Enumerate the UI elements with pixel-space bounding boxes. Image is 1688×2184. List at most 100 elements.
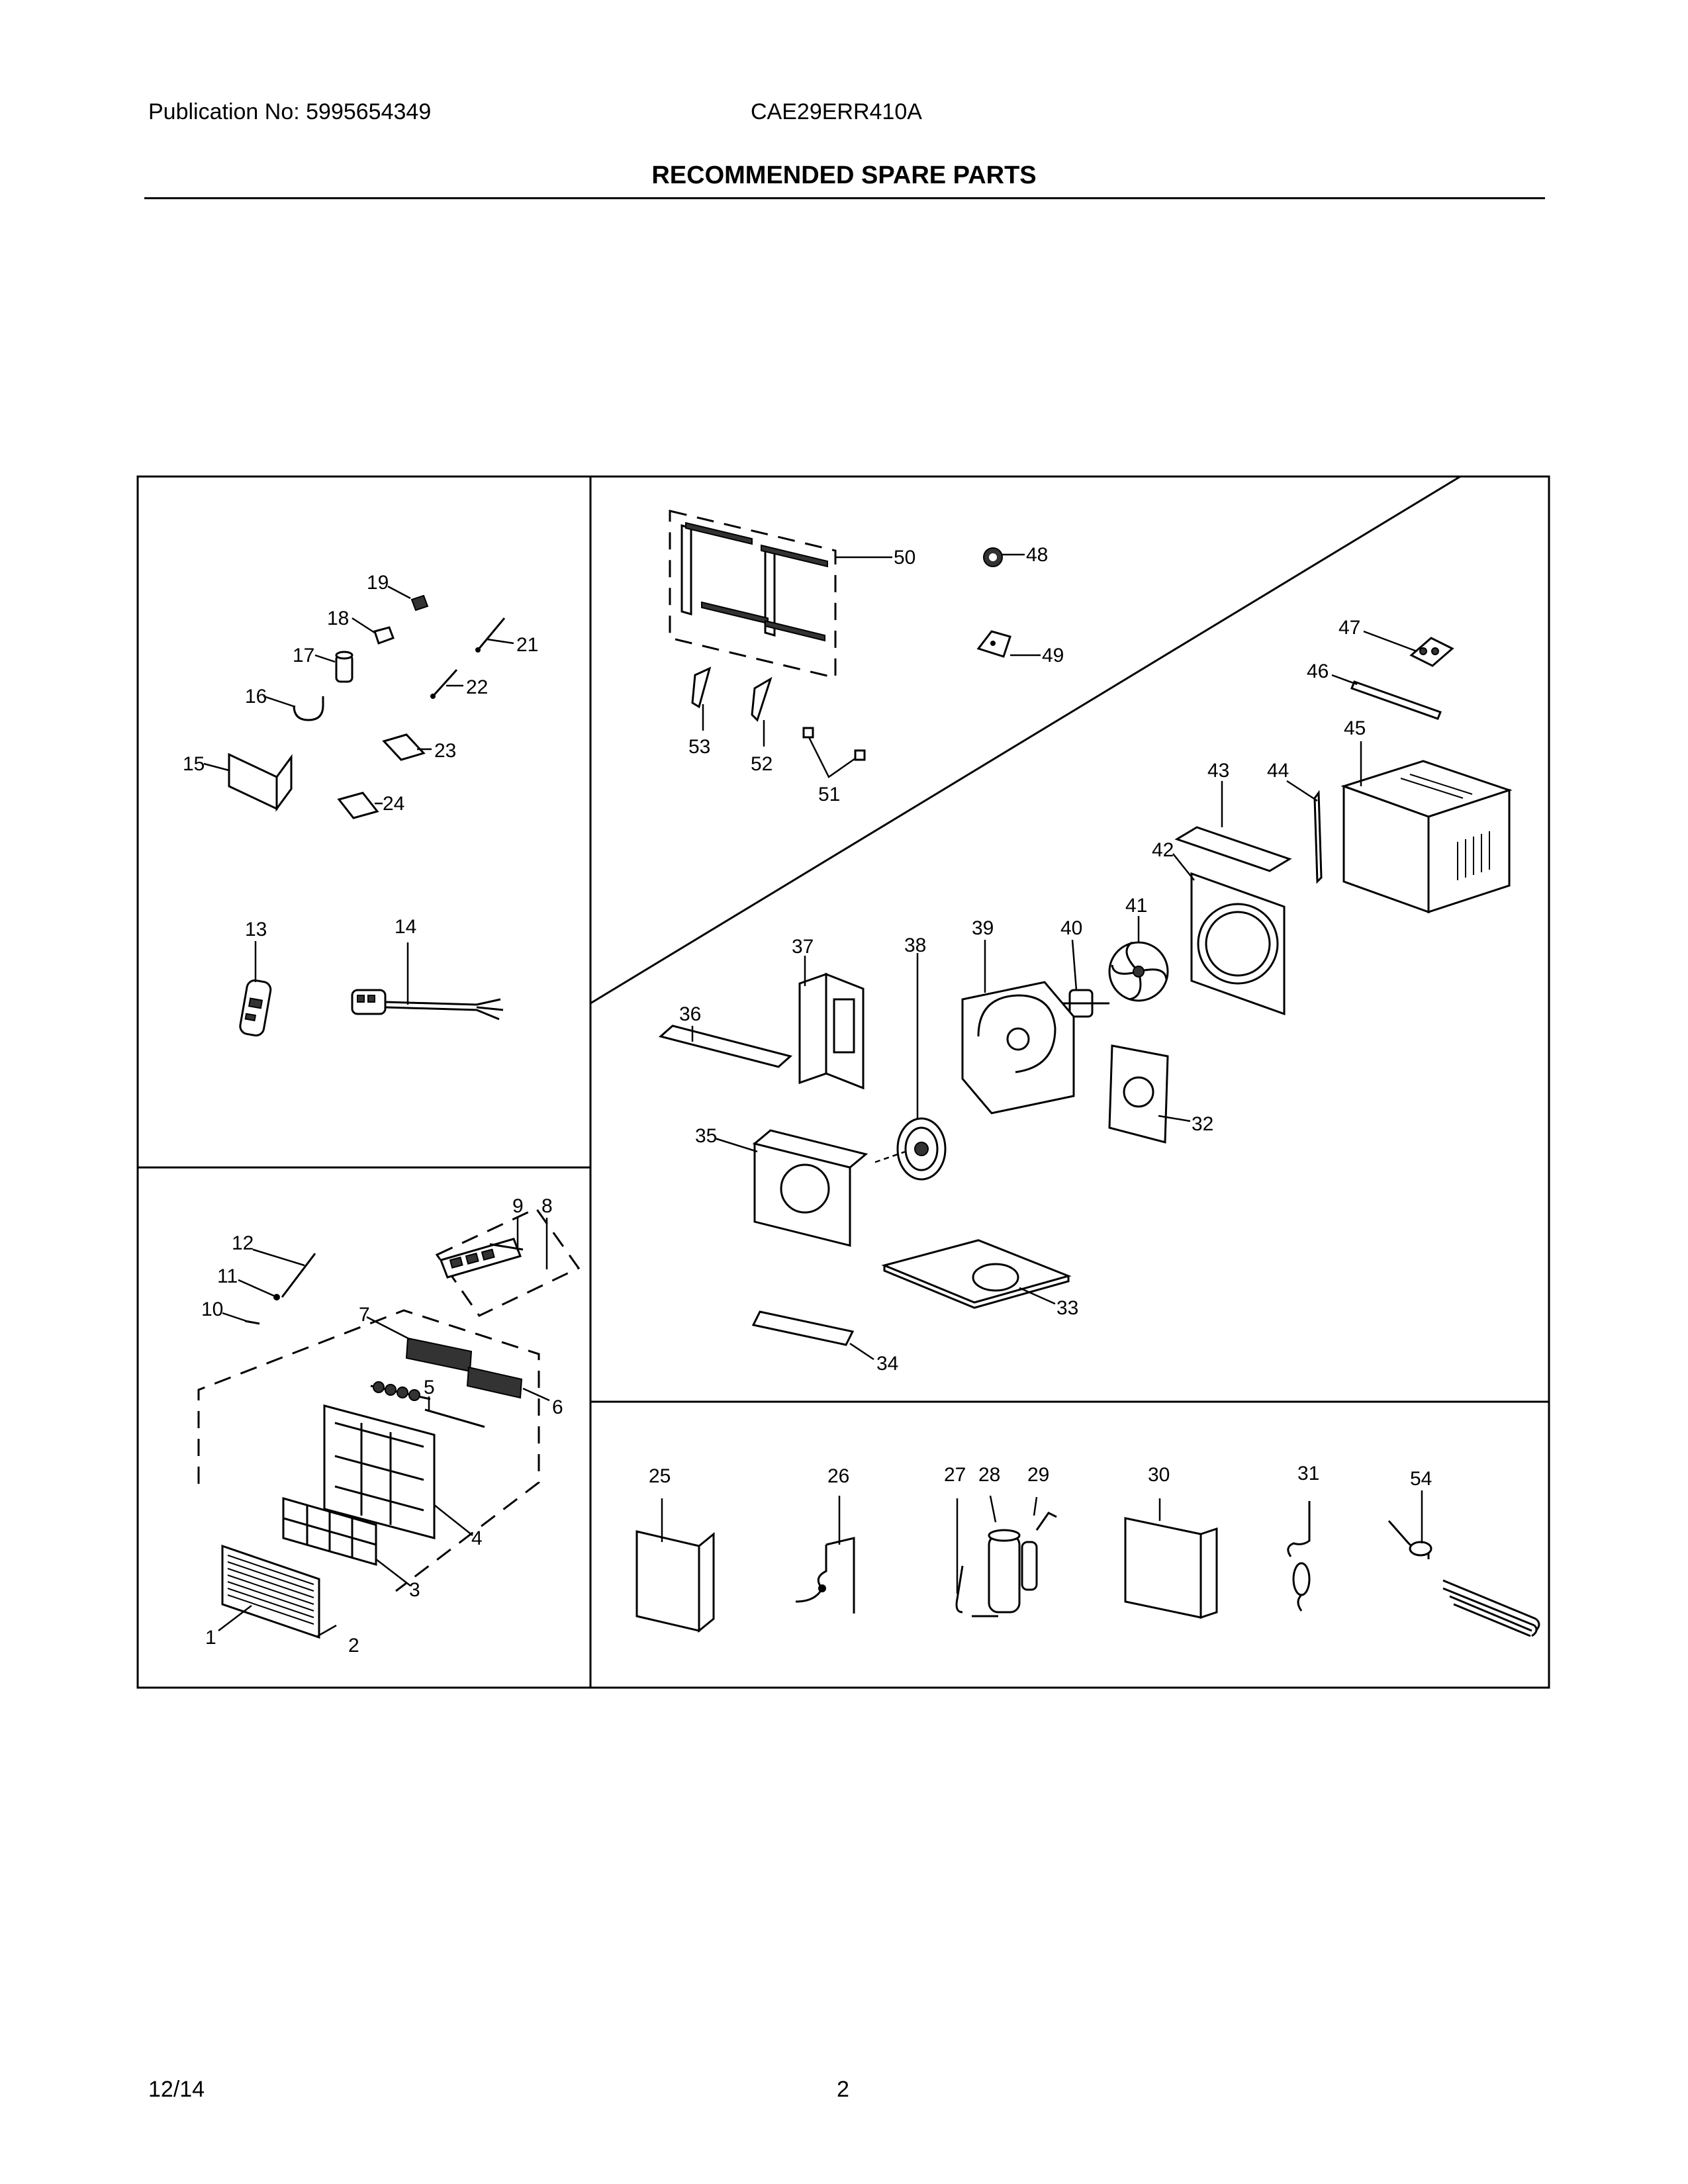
part-30-condenser [1124, 1498, 1218, 1619]
callout-36: 36 [679, 1003, 701, 1025]
callout-52: 52 [751, 753, 773, 775]
part-13-remote [239, 941, 272, 1037]
panel-small-parts [203, 585, 514, 1037]
callout-53: 53 [688, 736, 710, 758]
callout-22: 22 [466, 676, 488, 698]
part-27-28-29-compressor [955, 1495, 1057, 1617]
callout-46: 46 [1307, 660, 1329, 682]
part-51-brackets [802, 727, 866, 778]
callout-43: 43 [1207, 760, 1229, 782]
part-38-blower-wheel [874, 953, 947, 1181]
callout-10: 10 [201, 1298, 223, 1320]
callout-23: 23 [434, 740, 456, 762]
part-48-spring [983, 547, 1025, 567]
part-14-power-cord [351, 942, 504, 1021]
part-18-clip [352, 617, 395, 645]
part-22-wire [430, 668, 463, 699]
callout-30: 30 [1148, 1464, 1170, 1486]
part-52-seal [751, 676, 773, 747]
callout-38: 38 [904, 934, 926, 956]
part-35-partition [714, 1129, 868, 1247]
callout-37: 37 [792, 936, 814, 958]
part-39-blower-housing [961, 940, 1075, 1115]
part-53-seal [691, 666, 712, 731]
part-8-9-control-module [435, 1207, 581, 1317]
callout-42: 42 [1152, 839, 1174, 861]
callout-7: 7 [359, 1304, 370, 1326]
callout-39: 39 [972, 917, 994, 939]
callout-17: 17 [293, 645, 314, 666]
part-11-screw [238, 1279, 280, 1300]
callout-31: 31 [1297, 1463, 1319, 1484]
callout-21: 21 [516, 634, 538, 656]
panel-chassis [658, 510, 1513, 1361]
callout-2: 2 [348, 1635, 359, 1657]
callout-51: 51 [818, 784, 840, 805]
callout-19: 19 [367, 572, 389, 594]
part-37-control-bracket [798, 956, 865, 1090]
callout-14: 14 [395, 916, 416, 938]
callout-50: 50 [894, 547, 915, 569]
callout-28: 28 [978, 1464, 1000, 1486]
part-49-bracket [976, 630, 1041, 658]
panel-frames [136, 475, 1550, 1689]
callout-27: 27 [944, 1464, 966, 1486]
title-rule [144, 197, 1545, 199]
callout-40: 40 [1060, 917, 1082, 939]
part-31-capillary [1287, 1501, 1311, 1612]
part-19-clip [387, 585, 429, 612]
publication-number: Publication No: 5995654349 [148, 99, 432, 124]
callout-4: 4 [471, 1527, 483, 1549]
part-26-thermistor [795, 1496, 855, 1614]
part-7-louver [366, 1316, 473, 1373]
page-number: 2 [837, 2077, 849, 2102]
callout-35: 35 [695, 1125, 717, 1147]
callout-3: 3 [409, 1579, 420, 1601]
callout-labels: 19 18 17 16 15 21 22 23 24 13 14 9 8 12 … [183, 544, 1432, 1657]
callout-5: 5 [424, 1377, 435, 1398]
panel-sealed-system [635, 1490, 1540, 1637]
model-number: CAE29ERR410A [751, 99, 922, 124]
callout-6: 6 [552, 1396, 563, 1418]
callout-13: 13 [245, 919, 267, 940]
part-40-fan-motor [1053, 939, 1109, 1018]
part-41-fan-blade [1108, 916, 1169, 1002]
callout-16: 16 [245, 686, 267, 707]
callout-54: 54 [1410, 1468, 1432, 1490]
part-54-heater [1387, 1490, 1540, 1637]
page-title: RECOMMENDED SPARE PARTS [651, 161, 1037, 189]
callout-29: 29 [1027, 1464, 1049, 1486]
callout-25: 25 [649, 1465, 671, 1487]
callout-32: 32 [1192, 1113, 1213, 1135]
part-23-board [382, 733, 432, 761]
callout-49: 49 [1042, 645, 1064, 666]
part-3-filter [282, 1497, 411, 1586]
panel-front-assembly [197, 1207, 581, 1639]
callout-33: 33 [1056, 1297, 1078, 1319]
part-45-cabinet [1340, 741, 1513, 914]
callout-9: 9 [512, 1195, 524, 1217]
part-10-screw [222, 1312, 260, 1325]
callout-15: 15 [183, 753, 205, 775]
part-47-bracket [1363, 630, 1454, 667]
callout-18: 18 [327, 608, 349, 629]
part-44-strip [1286, 780, 1323, 884]
callout-11: 11 [217, 1265, 238, 1287]
assembly-dashed-outline [197, 1309, 540, 1592]
part-17-capacitor [314, 651, 353, 683]
part-42-shroud [1172, 853, 1286, 1016]
callout-47: 47 [1338, 617, 1360, 639]
part-36-plate [658, 1024, 793, 1068]
part-16-bracket [263, 695, 324, 721]
callout-41: 41 [1125, 895, 1147, 917]
callout-48: 48 [1026, 544, 1048, 566]
callout-24: 24 [383, 793, 404, 815]
part-15-control-bracket [203, 752, 293, 812]
part-12-screw [252, 1248, 316, 1298]
publication-date: 12/14 [148, 2077, 205, 2102]
part-50-window-frame [669, 510, 892, 679]
part-32-bracket [1108, 1044, 1191, 1144]
part-4-front-panel [323, 1404, 473, 1539]
callout-26: 26 [827, 1465, 849, 1487]
